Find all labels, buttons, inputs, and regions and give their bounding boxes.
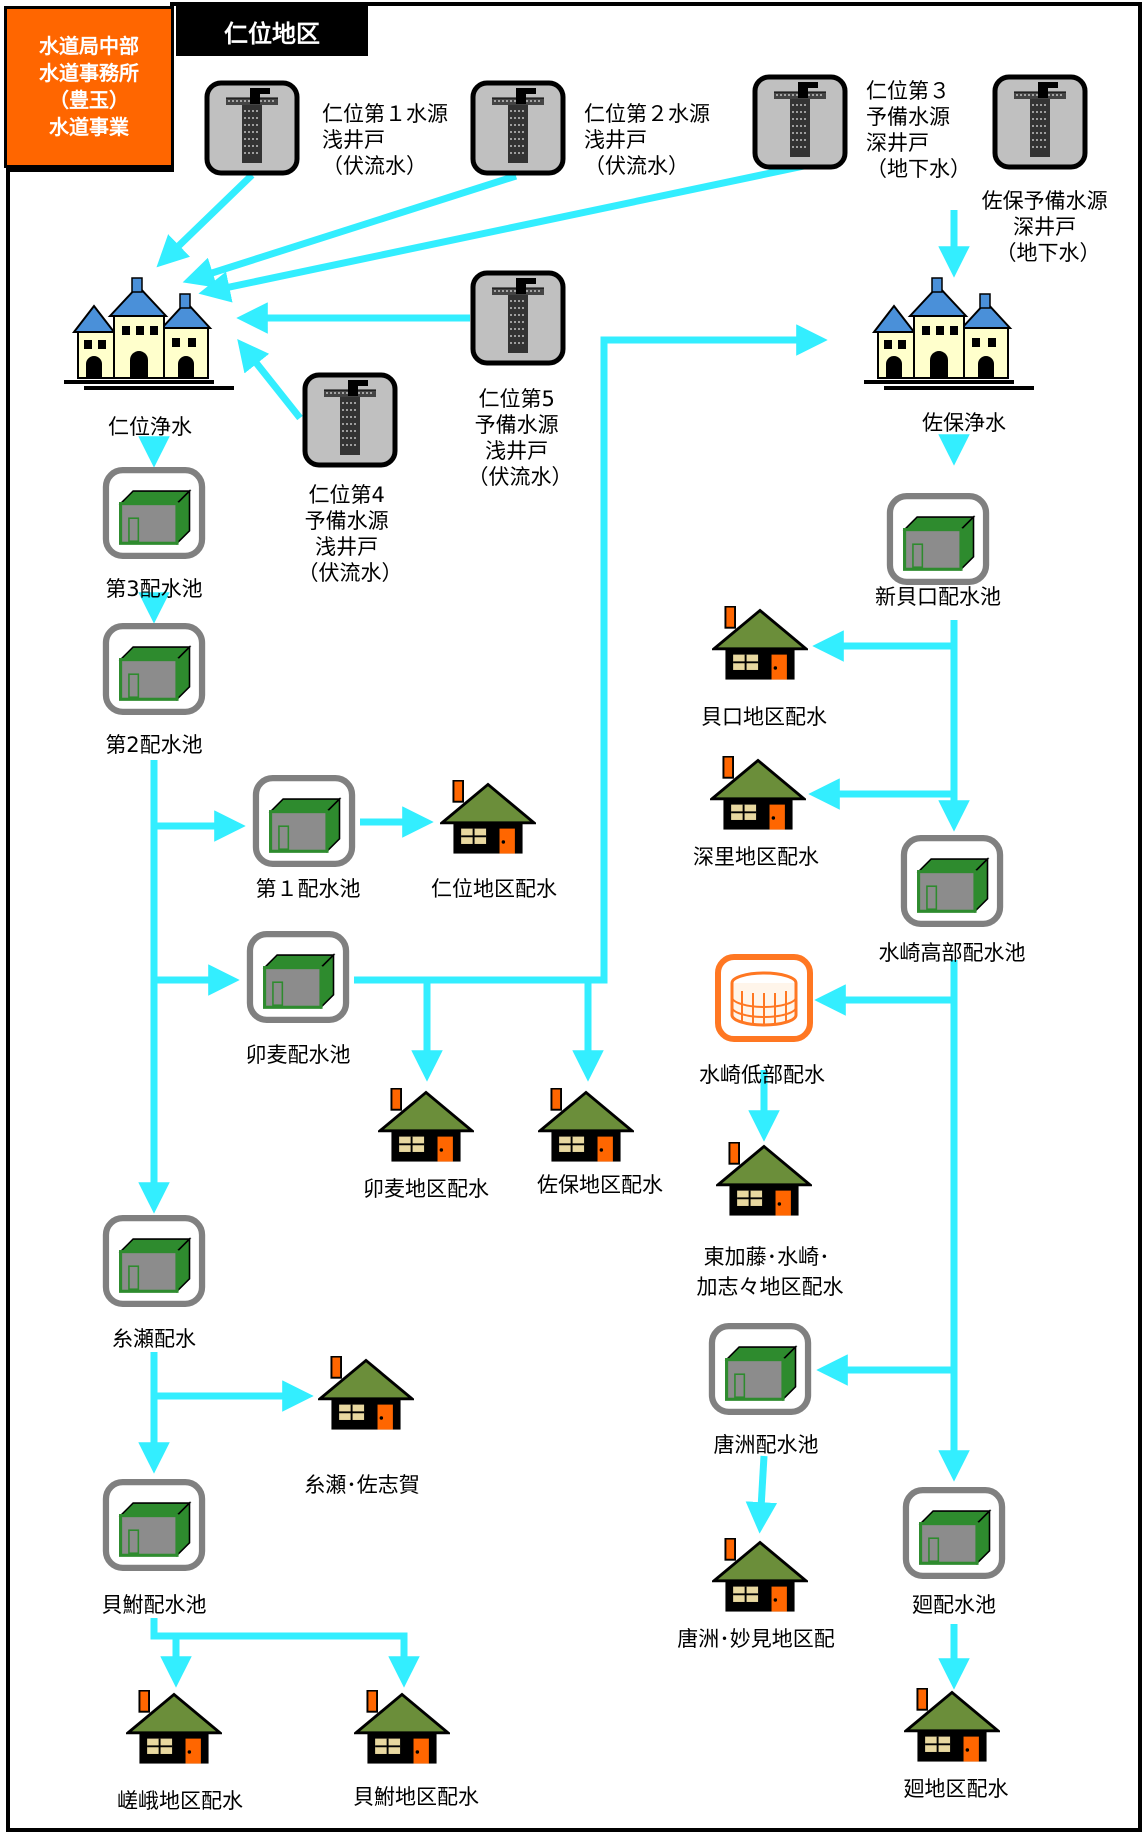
reservoir-label-mizusaki-koubu: 水崎高部配水池	[879, 941, 1026, 965]
source-label-nii1-line1: 仁位第１水源	[322, 102, 448, 126]
diagram-frame	[6, 2, 1142, 1832]
reservoir-label-karasu: 唐洲配水池	[714, 1433, 819, 1457]
district-label-higashikato: 東加藤･水崎･ 加志々地区配水	[697, 1245, 844, 1299]
well-icon-nii5	[473, 273, 563, 363]
source-label-nii1-line3: （伏流水）	[322, 154, 427, 178]
reservoir-icon-mizusaki-koubu	[904, 838, 1000, 924]
house-icon-karasu-myoken	[712, 1538, 808, 1614]
well-icon-nii1	[207, 83, 297, 173]
district-label-boumugi-area: 卯麦地区配水	[363, 1177, 489, 1201]
source-label-nii2-line3: （伏流水）	[584, 154, 689, 178]
district-label-karasu-myoken: 唐洲･妙見地区配	[677, 1627, 835, 1651]
organization-name-line4: 水道事業	[49, 115, 129, 139]
source-label-saho-yobi-line2: 深井戸	[1013, 215, 1076, 239]
pipe-nii2-to-nii-plant	[182, 172, 518, 288]
source-label-nii3-line4: （地下水）	[866, 157, 971, 181]
house-icon-saga-area	[126, 1690, 222, 1766]
organization-name-line1: 水道局中部	[39, 34, 139, 58]
plant-label-nii: 仁位浄水	[108, 415, 192, 439]
reservoir-label-dai3: 第3配水池	[105, 577, 202, 601]
pipe-nii3-to-nii-plant	[198, 162, 805, 303]
reservoir-icon-dai3	[106, 470, 202, 556]
district-label-fukasato-area: 深里地区配水	[693, 845, 819, 869]
district-label-saga-area: 嵯峨地区配水	[117, 1789, 243, 1813]
source-label-nii4-line3: 浅井戸	[315, 535, 378, 559]
reservoir-label-itose: 糸瀬配水	[112, 1327, 196, 1351]
pipe-nii4-to-nii-plant	[237, 338, 303, 421]
source-label-nii3-line3: 深井戸	[866, 131, 929, 155]
house-icon-boumugi-area	[378, 1088, 474, 1164]
organization-name-line2: 水道事務所	[39, 61, 139, 85]
source-label-nii5-line1: 仁位第5	[478, 387, 554, 411]
reservoir-icon-boumugi	[250, 934, 346, 1020]
source-label-nii5: 仁位第5 予備水源 浅井戸 （伏流水）	[468, 387, 573, 489]
reservoir-icon-dai2	[106, 626, 202, 712]
house-icon-higashikato	[716, 1142, 812, 1218]
reservoir-icon-mawari	[906, 1490, 1002, 1576]
source-label-nii4: 仁位第4 予備水源 浅井戸 （伏流水）	[298, 483, 403, 585]
district-label-itose-sashika: 糸瀬･佐志賀	[304, 1473, 420, 1497]
district-label-saho-area: 佐保地区配水	[537, 1173, 663, 1197]
well-icon-nii2	[473, 83, 563, 173]
source-label-nii1: 仁位第１水源 浅井戸 （伏流水）	[322, 102, 455, 178]
district-label-higashikato-line2: 加志々地区配水	[697, 1275, 844, 1299]
plant-icon-saho	[864, 277, 1034, 391]
pipe-boumugi-to-saho-plant	[354, 324, 828, 984]
source-label-nii3: 仁位第３ 予備水源 深井戸 （地下水）	[866, 79, 971, 181]
source-label-nii4-line4: （伏流水）	[298, 561, 403, 585]
source-label-nii5-line3: 浅井戸	[485, 439, 548, 463]
reservoir-label-mawari: 廻配水池	[912, 1593, 996, 1617]
pipe-nii1-to-nii-plant	[156, 172, 255, 268]
source-label-nii2: 仁位第２水源 浅井戸 （伏流水）	[584, 102, 717, 178]
house-icon-saho-area	[538, 1088, 634, 1164]
reservoir-icon-shinkaiguchi	[890, 496, 986, 582]
house-icon-kaiguchi-area	[712, 606, 808, 682]
house-icon-nii-area	[440, 780, 536, 856]
source-label-nii3-line1: 仁位第３	[866, 79, 950, 103]
organization-name-line3: （豊玉）	[49, 88, 129, 112]
house-icon-mawari-area	[904, 1688, 1000, 1764]
organization-box: 水道局中部 水道事務所 （豊玉） 水道事業	[4, 6, 174, 168]
organization-name: 水道局中部 水道事務所 （豊玉） 水道事業	[39, 33, 139, 141]
house-icon-kaibuna-area	[354, 1690, 450, 1766]
source-label-nii5-line2: 予備水源	[475, 413, 559, 437]
reservoir-label-shinkaiguchi: 新貝口配水池	[875, 585, 1001, 609]
reservoir-icon-itose	[106, 1218, 202, 1304]
reservoir-label-kaibuna: 貝鮒配水池	[102, 1593, 207, 1617]
reservoir-label-boumugi: 卯麦配水池	[246, 1043, 351, 1067]
house-icon-itose-sashika	[318, 1356, 414, 1432]
reservoir-label-dai1: 第１配水池	[256, 877, 361, 901]
well-icon-saho-yobi	[995, 77, 1085, 167]
source-label-nii4-line1: 仁位第4	[308, 483, 384, 507]
reservoir-icon-karasu	[712, 1326, 808, 1412]
plant-label-saho: 佐保浄水	[922, 411, 1006, 435]
source-label-saho-yobi-line1: 佐保予備水源	[982, 189, 1108, 213]
well-icon-nii3	[755, 77, 845, 167]
district-label-higashikato-line1: 東加藤･水崎･	[704, 1245, 830, 1269]
reservoir-icon-dai1	[256, 778, 352, 864]
district-label-kaibuna-area: 貝鮒地区配水	[353, 1785, 479, 1809]
district-label-mawari-area: 廻地区配水	[904, 1777, 1009, 1801]
source-label-nii2-line1: 仁位第２水源	[584, 102, 710, 126]
pipe-network	[138, 162, 970, 1690]
pipe-karasu-to-karasu-myoken	[745, 1455, 778, 1534]
reservoir-icon-kaibuna	[106, 1482, 202, 1568]
reservoir-label-dai2: 第2配水池	[105, 733, 202, 757]
house-icon-fukasato-area	[710, 756, 806, 832]
source-label-nii1-line2: 浅井戸	[322, 128, 385, 152]
round-tank-icon-mizusaki-teibu	[718, 957, 810, 1039]
district-label-nii-area: 仁位地区配水	[431, 877, 557, 901]
reservoir-label-mizusaki-teibu: 水崎低部配水	[699, 1063, 825, 1087]
pipe-to-kaibuna-area	[150, 1618, 420, 1688]
source-label-nii3-line2: 予備水源	[866, 105, 950, 129]
source-label-saho-yobi-line3: （地下水）	[996, 241, 1101, 265]
area-title: 仁位地区	[176, 6, 368, 56]
source-label-nii5-line4: （伏流水）	[468, 465, 573, 489]
source-label-saho-yobi: 佐保予備水源 深井戸 （地下水）	[982, 189, 1115, 265]
district-label-kaiguchi-area: 貝口地区配水	[701, 705, 827, 729]
source-label-nii2-line2: 浅井戸	[584, 128, 647, 152]
source-label-nii4-line2: 予備水源	[305, 509, 389, 533]
well-icon-nii4	[305, 375, 395, 465]
